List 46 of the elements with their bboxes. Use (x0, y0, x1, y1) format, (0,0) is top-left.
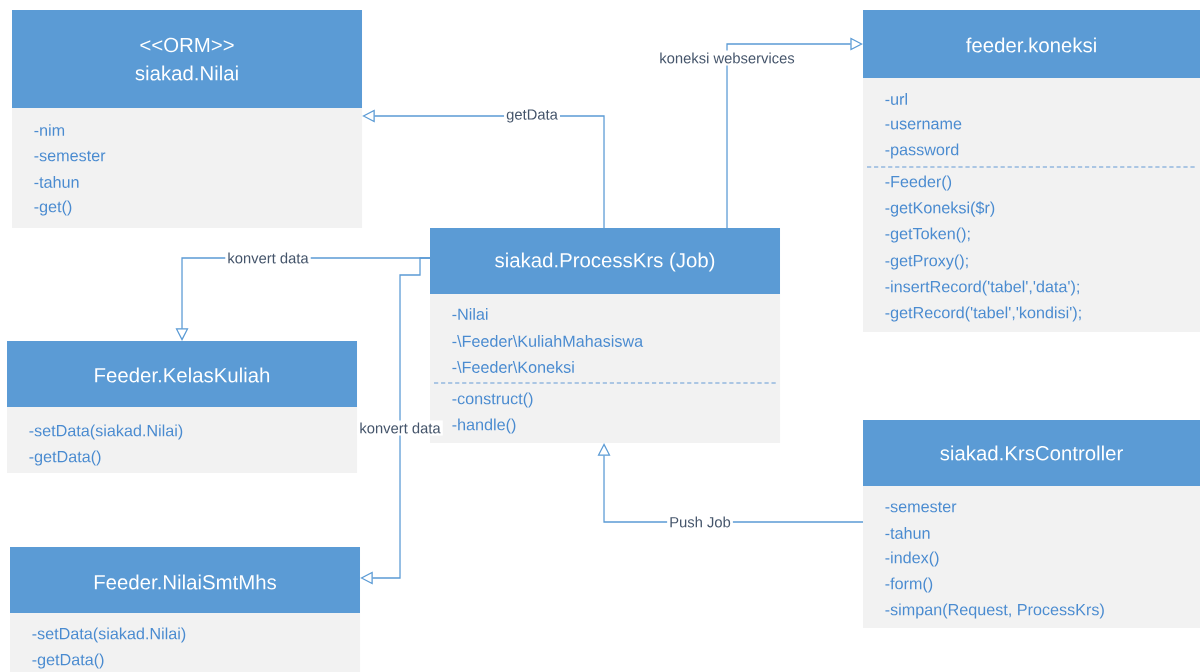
class-name: feeder.koneksi (966, 37, 1096, 53)
member-text: -get() (34, 200, 72, 216)
class-box (10, 547, 361, 672)
class-box (863, 420, 1200, 629)
arrow (726, 37, 863, 229)
edge-label: konvert data (357, 420, 443, 436)
edge-label: koneksi webservices (657, 50, 797, 66)
member-text: -construct() (452, 392, 533, 408)
member-text: -password (885, 143, 959, 159)
class-box (7, 341, 358, 474)
member-text: -semester (885, 501, 957, 513)
member-text: -tahun (34, 176, 79, 188)
member-text: -nim (34, 124, 65, 136)
edge-label: konvert data (225, 250, 311, 266)
member-text: -setData(siakad.Nilai) (29, 424, 183, 440)
member-text: -getKoneksi($r) (885, 201, 995, 217)
member-text: -getProxy(); (885, 254, 968, 270)
member-text: -setData(siakad.Nilai) (32, 627, 186, 643)
class-box (863, 10, 1200, 333)
member-text: -\Feeder\KuliahMahasiswa (452, 335, 644, 347)
member-text: -username (885, 120, 962, 130)
edge-label: getData (504, 107, 560, 125)
member-text: -insertRecord('tabel','data'); (885, 280, 1079, 296)
class-name: siakad.ProcessKrs (Job) (495, 252, 715, 272)
member-text: -semester (34, 150, 106, 162)
member-text: -index() (885, 551, 939, 567)
member-text: -getRecord('tabel','kondisi'); (885, 306, 1081, 322)
member-text: -form() (885, 577, 933, 593)
class-name: Feeder.KelasKuliah (95, 367, 270, 383)
arrow (360, 257, 431, 585)
member-text: -Feeder() (885, 175, 952, 191)
member-text: -url (885, 93, 907, 105)
stereotype-label: <<ORM>> (140, 37, 234, 53)
member-text: -handle() (452, 418, 516, 434)
class-name: siakad.KrsController (940, 445, 1123, 461)
class-name: siakad.Nilai (135, 65, 238, 81)
member-text: -getToken(); (885, 227, 970, 243)
member-text: -Nilai (452, 308, 488, 320)
member-text: -simpan(Request, ProcessKrs) (885, 603, 1104, 619)
member-text: -\Feeder\Koneksi (452, 361, 574, 373)
member-text: -tahun (885, 527, 930, 539)
class-box (12, 10, 363, 229)
member-text: -getData() (29, 450, 101, 466)
class-name: Feeder.NilaiSmtMhs (94, 574, 277, 590)
member-text: -getData() (32, 653, 104, 669)
edge-label: Push Job (667, 514, 733, 530)
